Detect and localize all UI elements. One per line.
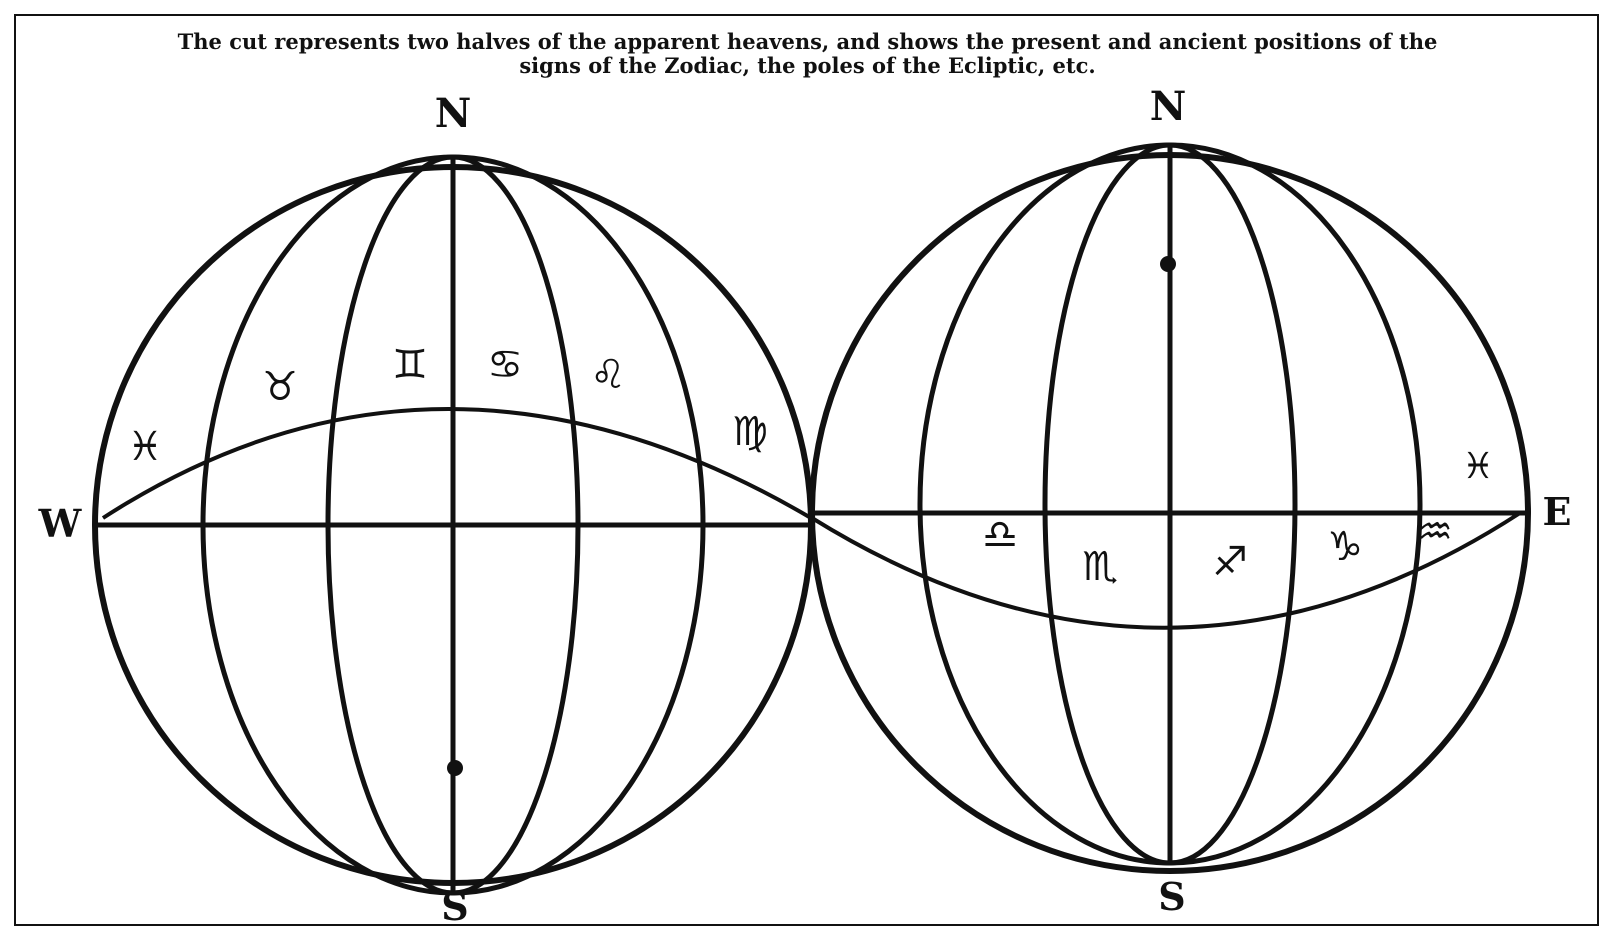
right-meridian	[1042, 142, 1171, 866]
virgo-icon: ♍	[732, 409, 768, 455]
zodiac-signs: ♓ ♉ ♊ ♋ ♌ ♍ ♎ ♏ ♐ ♑ ♒ ♓	[127, 342, 1494, 590]
right-meridian	[1169, 142, 1298, 866]
sagittarius-icon: ♐	[1212, 539, 1248, 585]
libra-icon: ♎	[982, 512, 1018, 558]
pisces-right-icon: ♓	[1462, 446, 1494, 487]
left-meridian	[452, 154, 581, 896]
pisces-icon: ♓	[127, 424, 163, 470]
left-ecliptic-pole	[447, 760, 463, 776]
aquarius-icon: ♒	[1417, 509, 1453, 555]
left-north-label: N	[435, 90, 472, 137]
west-label: W	[38, 501, 83, 546]
right-ecliptic-pole	[1160, 256, 1176, 272]
right-hemisphere	[809, 142, 1531, 874]
right-ecliptic	[810, 511, 1522, 630]
left-meridian	[200, 154, 454, 896]
figure-caption: The cut represents two halves of the app…	[30, 30, 1585, 78]
scorpio-icon: ♏	[1082, 544, 1118, 590]
right-north-label: N	[1150, 83, 1187, 130]
east-label: E	[1543, 489, 1572, 534]
left-meridian	[325, 154, 454, 896]
taurus-icon: ♉	[262, 364, 298, 410]
left-ecliptic	[101, 407, 813, 520]
left-south-label: S	[441, 884, 468, 929]
leo-icon: ♌	[590, 352, 626, 398]
caption-line-2: signs of the Zodiac, the poles of the Ec…	[519, 53, 1096, 78]
right-south-label: S	[1158, 874, 1185, 919]
left-hemisphere	[92, 154, 814, 896]
right-meridian	[1169, 142, 1423, 866]
gemini-symbol-icon: ♊	[392, 342, 428, 388]
right-meridian	[917, 142, 1171, 866]
capricorn-icon: ♑	[1327, 524, 1363, 570]
left-meridian	[452, 154, 706, 896]
cancer-symbol-icon: ♋	[487, 342, 523, 388]
caption-line-1: The cut represents two halves of the app…	[177, 29, 1438, 54]
